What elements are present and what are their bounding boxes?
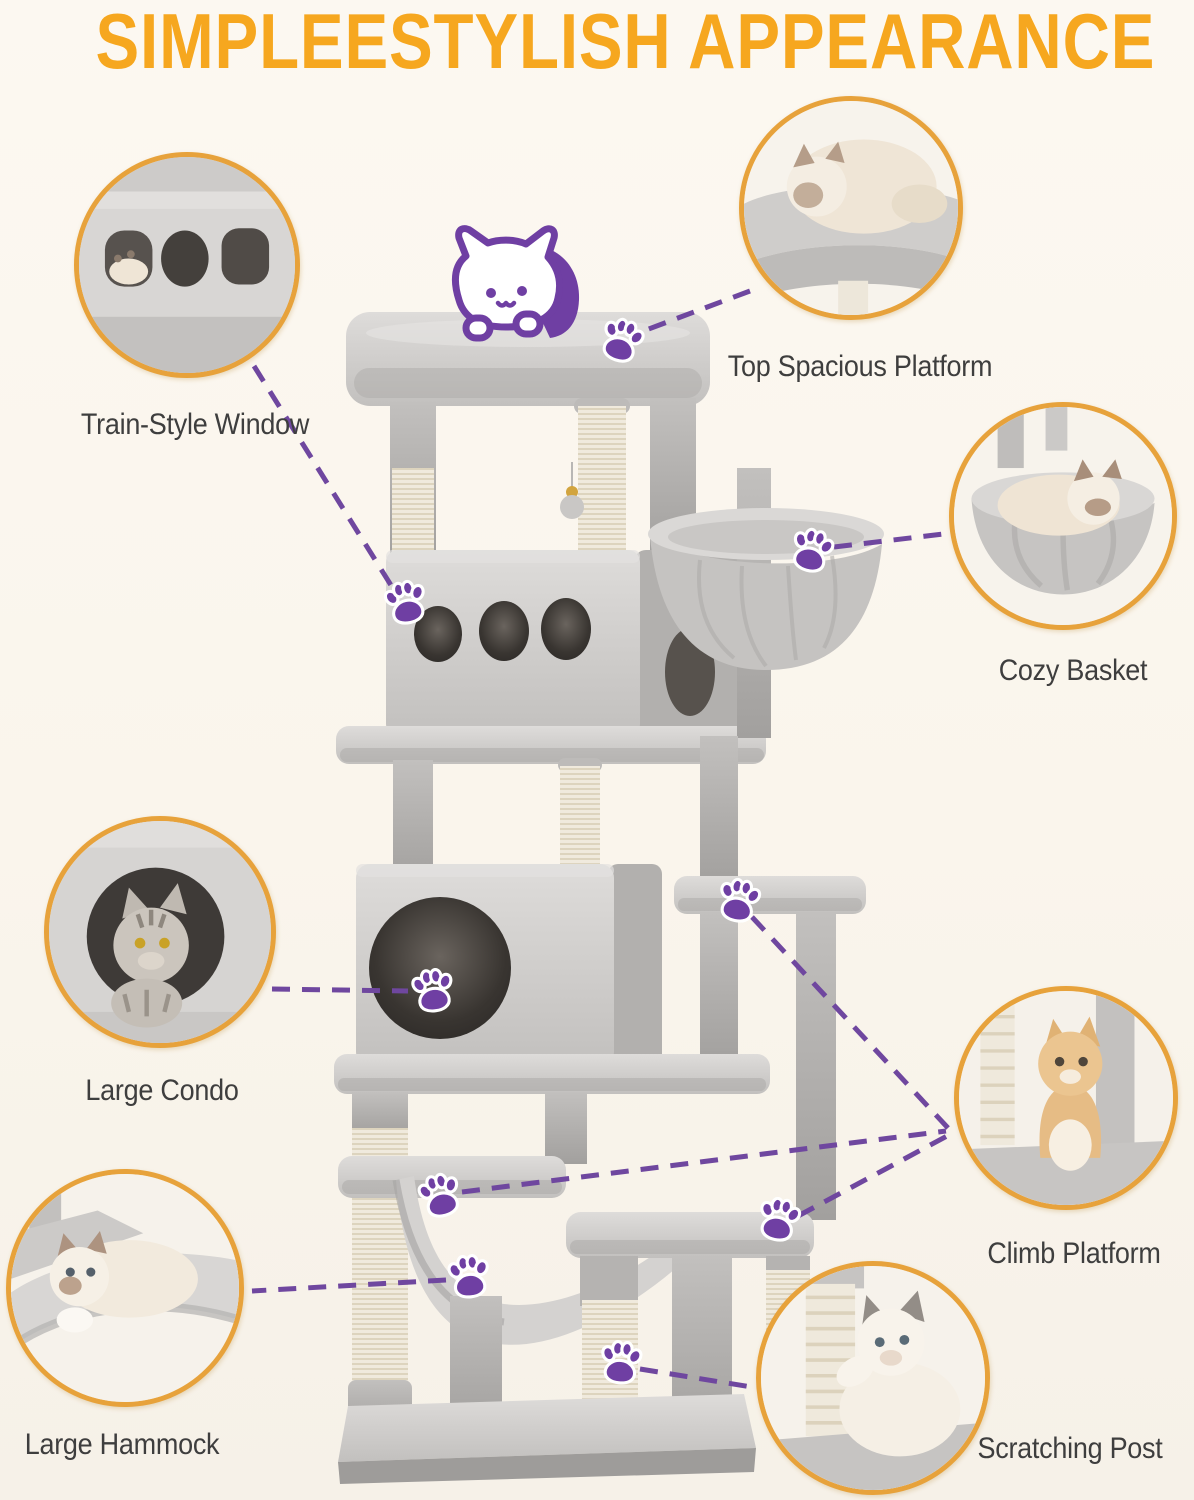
connector-climb-platform-1 (750, 915, 950, 1130)
bell-toy (566, 486, 578, 498)
climb-platform-photo (959, 991, 1173, 1205)
cozy-basket-photo (954, 407, 1172, 625)
page-title: SIMPLEESTYLISH APPEARANCE (95, 0, 1156, 85)
cozy-basket-bowl (650, 536, 882, 670)
connector-scratching-post (639, 1366, 765, 1392)
callout-label-climb-platform: Climb Platform (987, 1237, 1161, 1270)
callout-large-hammock (6, 1169, 244, 1407)
cat-tree-illustration (334, 312, 884, 1484)
callout-label-large-hammock: Large Hammock (24, 1428, 220, 1461)
callout-label-top-spacious-platform: Top Spacious Platform (727, 350, 993, 383)
condo-hole (369, 897, 511, 1039)
large-hammock-photo (11, 1174, 239, 1402)
connector-climb-platform-2 (461, 1128, 947, 1195)
pompom-toy (560, 495, 584, 519)
callout-label-large-condo: Large Condo (85, 1074, 239, 1107)
connector-cozy-basket (833, 530, 953, 550)
train-window-hole (479, 601, 529, 661)
callout-scratching-post (756, 1261, 990, 1495)
train-window-hole (414, 606, 462, 662)
peeking-cat-doodle-icon (452, 225, 580, 342)
connector-train-style-window (251, 364, 397, 592)
train-style-window-photo (79, 157, 295, 373)
top-spacious-platform-photo (744, 101, 958, 315)
callout-large-condo (44, 816, 276, 1048)
callout-label-scratching-post: Scratching Post (977, 1432, 1163, 1465)
callout-cozy-basket (949, 402, 1177, 630)
connector-large-condo (271, 986, 409, 994)
callout-label-cozy-basket: Cozy Basket (998, 654, 1148, 687)
callout-train-style-window (74, 152, 300, 378)
train-window-hole (541, 598, 591, 660)
callout-top-spacious-platform (739, 96, 963, 320)
connector-top-spacious-platform (645, 288, 751, 333)
scratching-post-photo (761, 1266, 985, 1490)
callout-climb-platform (954, 986, 1178, 1210)
callout-label-train-style-window: Train-Style Window (80, 408, 310, 441)
connector-large-hammock (251, 1277, 447, 1294)
dashed-connectors (251, 288, 953, 1392)
large-condo-photo (49, 821, 271, 1043)
